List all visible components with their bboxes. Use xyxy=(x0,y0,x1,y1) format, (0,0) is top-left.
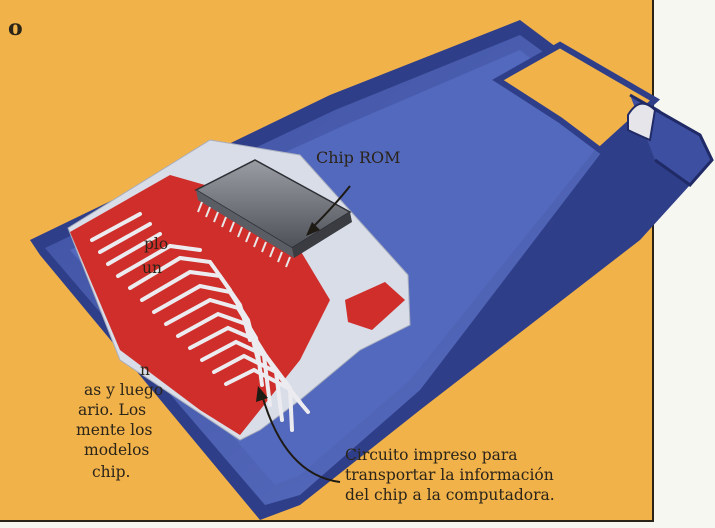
circuit-arrowhead xyxy=(256,386,268,402)
body-text-line: mente los xyxy=(76,421,153,439)
body-text-line: ario. Los xyxy=(78,401,147,419)
circuit-pointer-arrow xyxy=(261,394,341,483)
body-text-line: un xyxy=(142,259,162,277)
chip-rom-label: Chip ROM xyxy=(316,148,401,167)
circuit-caption-line: Circuito impreso para xyxy=(345,446,518,464)
circuit-caption-line: del chip a la computadora. xyxy=(345,486,555,504)
circuit-caption-line: transportar la información xyxy=(345,466,554,484)
heading-fragment: o xyxy=(8,15,23,41)
body-text-line: as y luego xyxy=(84,381,164,399)
body-text-line: chip. xyxy=(92,463,131,481)
body-text-line: plo xyxy=(144,235,169,253)
chip-pointer-arrow xyxy=(311,185,351,229)
body-text-line: modelos xyxy=(84,441,150,459)
chip-arrowhead xyxy=(306,222,320,236)
circuit-caption: Circuito impreso para transportar la inf… xyxy=(345,445,555,505)
body-text-line: n xyxy=(140,361,150,379)
circuit-traces xyxy=(90,212,310,432)
